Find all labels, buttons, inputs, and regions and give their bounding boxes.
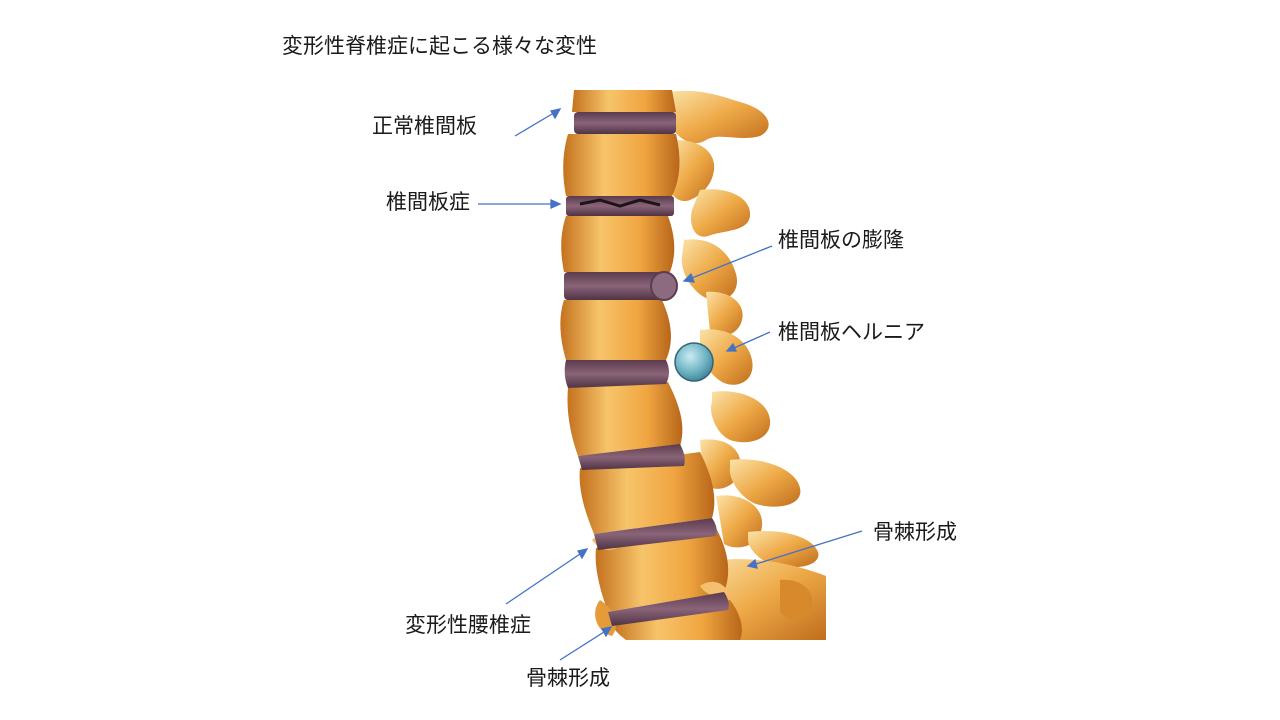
label-disc-bulge: 椎間板の膨隆: [778, 228, 904, 252]
disc-hernia-mark: [674, 342, 714, 382]
posterior-processes: [668, 90, 826, 640]
label-osteophyte-bottom: 骨棘形成: [526, 666, 610, 690]
label-disc-hernia: 椎間板ヘルニア: [778, 320, 925, 344]
disc-bulge-mark: [650, 271, 678, 301]
slide-title: 変形性脊椎症に起こる様々な変性: [282, 34, 597, 58]
label-lumbar-spondylosis: 変形性腰椎症: [405, 613, 531, 637]
label-osteophyte-right: 骨棘形成: [873, 520, 957, 544]
label-disc-disease: 椎間板症: [386, 190, 470, 214]
annotation-arrows: [478, 108, 863, 661]
label-normal-disc: 正常椎間板: [372, 114, 477, 138]
intervertebral-discs: [564, 112, 729, 626]
vertebral-bodies: [560, 90, 742, 640]
